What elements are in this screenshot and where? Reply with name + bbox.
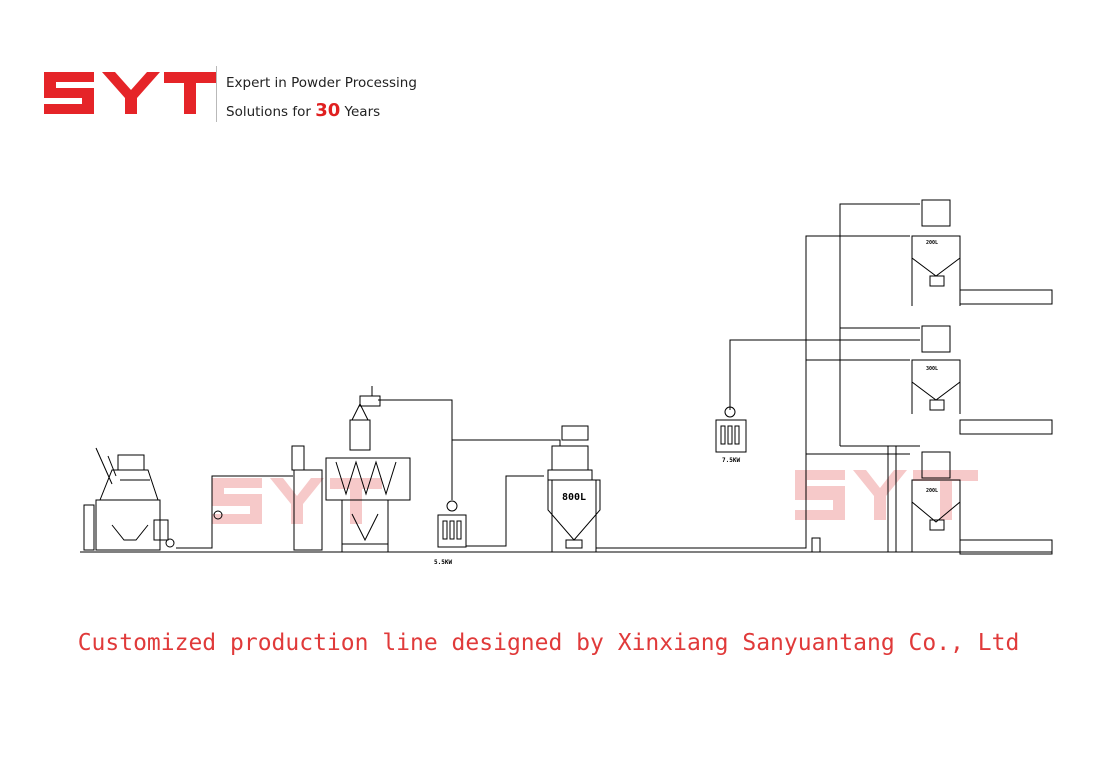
tagline: Expert in Powder Processing Solutions fo… [226, 70, 417, 126]
watermark-right [795, 470, 978, 520]
fan-2-label: 7.5KW [722, 457, 740, 464]
years-number: 30 [315, 100, 341, 121]
conveying-pipe-3 [466, 475, 544, 547]
syt-logo [44, 72, 216, 114]
hopper-1-label: 200L [926, 240, 938, 246]
mixer-station [291, 386, 411, 552]
vacuum-pipe [839, 203, 920, 446]
caption: Customized production line designed by X… [77, 630, 1020, 656]
hopper-2-label: 300L [926, 366, 938, 372]
tagline-line-1: Expert in Powder Processing [226, 75, 417, 91]
receiving-hopper-1 [911, 199, 1053, 306]
tank-800l-label: 800L [562, 492, 586, 503]
receiving-hopper-2 [911, 325, 1053, 435]
conveying-pipe-2 [378, 399, 453, 500]
receiving-hopper-3 [811, 445, 1053, 555]
watermark-left [212, 478, 382, 524]
hopper-3-label: 200L [926, 488, 938, 494]
tank-800l [547, 425, 601, 552]
conveying-pipe-5 [596, 235, 910, 549]
vacuum-fan-1 [437, 514, 467, 548]
conveying-pipe-1 [176, 475, 293, 549]
vacuum-fan-2 [715, 419, 747, 453]
fan-1-label: 5.5KW [434, 559, 452, 566]
logo-divider [216, 66, 217, 122]
conveying-pipe-6 [729, 339, 920, 410]
tagline-line-2: Solutions for 30 Years [226, 100, 381, 121]
conveying-pipe-4 [452, 439, 561, 446]
feeding-station [83, 447, 175, 551]
